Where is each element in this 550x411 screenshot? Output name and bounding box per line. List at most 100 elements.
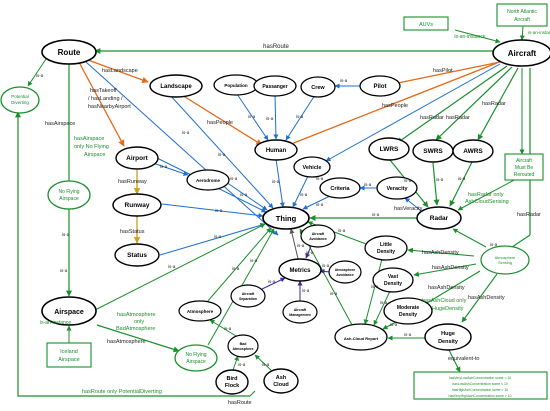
label-has-runway: hasRunway bbox=[118, 179, 147, 185]
label-is-a: is-a bbox=[224, 326, 232, 331]
node-no-flying-airspace-bottom[interactable]: No Flying Airspace bbox=[174, 344, 218, 372]
node-bird-flock[interactable]: Bird Flock bbox=[215, 369, 249, 395]
box-equiv-line-2: hasLowAshConcentration some < 10 bbox=[452, 382, 508, 386]
label-is-a: is-a bbox=[168, 264, 176, 269]
node-huge-density[interactable]: Huge Density bbox=[424, 323, 472, 351]
edge-atmoavoid-metrics bbox=[319, 268, 331, 274]
node-radar[interactable]: Radar bbox=[416, 206, 462, 230]
edge-has-route-only bbox=[15, 111, 250, 397]
edge-bad-atmosphere bbox=[209, 319, 237, 337]
node-airspace[interactable]: Airspace bbox=[41, 296, 97, 326]
node-route[interactable]: Route bbox=[41, 39, 97, 65]
node-airport[interactable]: Airport bbox=[115, 146, 159, 170]
node-swrs[interactable]: SWRS bbox=[412, 139, 454, 163]
label-is-a: is-a bbox=[250, 258, 258, 263]
label-is-a: is-a bbox=[372, 212, 380, 217]
box-north-atlantic-label-2: Aircraft bbox=[514, 17, 530, 23]
node-moderate-density-label-2: Density bbox=[399, 312, 417, 318]
label-has-airspace-only-1: hasAirspace bbox=[74, 136, 104, 142]
label-has-ash-density-2: hasAshDensity bbox=[432, 265, 469, 271]
label-is-a: is-a bbox=[214, 234, 222, 239]
label-is-a: is-a bbox=[266, 116, 274, 121]
label-has-takeoff-2: / hasLanding / bbox=[88, 96, 123, 102]
node-aircraft-avoidance-label-2: Avoidance bbox=[309, 237, 327, 241]
edge-birdflock-bad bbox=[232, 355, 239, 371]
box-north-atlantic-label-1: North Atlantic bbox=[507, 9, 537, 15]
node-runway[interactable]: Runway bbox=[112, 193, 162, 217]
node-potential-diverting[interactable]: Potential Diverting bbox=[0, 86, 40, 114]
node-no-flying-airspace-mid[interactable]: No Flying Airspace bbox=[47, 180, 91, 210]
node-criteria-label: Criteria bbox=[330, 186, 350, 192]
node-ash-cloud-report[interactable]: Ash-Cloud Report bbox=[334, 323, 388, 351]
node-metrics[interactable]: Metrics bbox=[278, 258, 322, 282]
node-aircraft-avoidance[interactable]: Aircraft Avoidance bbox=[300, 224, 336, 248]
label-has-takeoff-1: hasTakeoff bbox=[90, 88, 117, 94]
node-lwrs-label: LWRS bbox=[380, 146, 399, 153]
node-bad-atmosphere[interactable]: Bad Atmosphere bbox=[227, 334, 259, 358]
node-no-flying-mid-label-1: No Flying bbox=[58, 189, 79, 195]
node-aircraft-separation[interactable]: Aircraft Separation bbox=[230, 284, 266, 308]
node-atmosphere[interactable]: Atmosphere bbox=[178, 300, 222, 322]
node-population[interactable]: Population bbox=[213, 74, 259, 96]
node-vast-density[interactable]: Vast Density bbox=[372, 267, 414, 293]
node-veracity[interactable]: Veracity bbox=[376, 176, 418, 200]
node-vehicle[interactable]: Vehicle bbox=[293, 156, 331, 178]
node-atmosphere-label: Atmosphere bbox=[187, 309, 214, 314]
node-human[interactable]: Human bbox=[254, 139, 298, 161]
box-auvs[interactable]: AUVs bbox=[403, 16, 449, 31]
node-aerodrome-label: Aerodrome bbox=[196, 178, 221, 183]
node-aerodrome[interactable]: Aerodrome bbox=[186, 169, 230, 191]
edge-mustbe-radar bbox=[457, 177, 519, 211]
label-is-a: is-a bbox=[322, 263, 330, 268]
node-bad-atmosphere-label-1: Bad bbox=[240, 342, 247, 346]
box-iceland-airspace[interactable]: Iceland Airspace bbox=[46, 342, 92, 368]
box-iceland-label-1: Iceland bbox=[60, 349, 78, 355]
node-pilot[interactable]: Pilot bbox=[359, 75, 401, 97]
edge-ash-density-moderate bbox=[421, 270, 481, 307]
edge-human-thing bbox=[275, 158, 285, 208]
node-little-density[interactable]: Little Density bbox=[364, 235, 408, 261]
label-has-landscape: hasLandscape bbox=[102, 68, 138, 74]
label-has-route-only: hasRoute only PotentialDiverting bbox=[82, 389, 162, 395]
label-is-a: is-a bbox=[218, 152, 226, 157]
node-awrs[interactable]: AWRS bbox=[452, 139, 494, 163]
edges bbox=[15, 25, 531, 397]
node-atmosphere-avoidance[interactable]: Atmosphere Avoidance bbox=[328, 260, 362, 284]
edge-landscape-human bbox=[176, 91, 263, 146]
label-is-a: is-a bbox=[302, 288, 310, 293]
label-is-a: is-a bbox=[182, 130, 190, 135]
node-aircraft[interactable]: Aircraft bbox=[492, 39, 550, 67]
node-criteria[interactable]: Criteria bbox=[319, 177, 361, 199]
label-is-a: is-a bbox=[232, 266, 240, 271]
label-has-pilot: hasPilot bbox=[433, 68, 453, 74]
node-lwrs[interactable]: LWRS bbox=[368, 137, 410, 161]
box-equivalence[interactable]: hasVeryLowAshConcentration some < 10 has… bbox=[413, 371, 548, 400]
node-ash-cloud[interactable]: Ash Cloud bbox=[263, 368, 299, 394]
label-is-an-instance-auvs: is-an-instance bbox=[454, 34, 485, 40]
edge-has-radar-swrs bbox=[435, 66, 513, 141]
label-has-route: hasRoute bbox=[263, 44, 289, 50]
node-atmosphere-sensing[interactable]: Atmosphere Sensing bbox=[480, 245, 530, 275]
label-has-radar-awrs: hasRadar bbox=[482, 101, 506, 107]
box-north-atlantic[interactable]: North Atlantic Aircraft bbox=[496, 3, 548, 27]
label-is-a: is-a bbox=[262, 362, 270, 367]
box-must-be-rerouted[interactable]: Aircraft Must Be Rerouted bbox=[504, 153, 544, 181]
node-crew[interactable]: Crew bbox=[300, 76, 336, 98]
edge-ash-density-vast bbox=[413, 263, 477, 277]
node-passanger[interactable]: Passanger bbox=[253, 75, 297, 97]
node-status[interactable]: Status bbox=[114, 243, 160, 267]
node-aircraft-avoidance-label-1: Aircraft bbox=[312, 232, 325, 236]
label-is-a: is-a bbox=[300, 192, 308, 197]
edge-equivalent-to bbox=[448, 349, 461, 373]
node-aircraft-management[interactable]: Aircraft Management bbox=[282, 300, 318, 324]
label-has-people-left: hasPeople bbox=[207, 120, 233, 126]
node-moderate-density[interactable]: Moderate Density bbox=[383, 297, 433, 325]
node-thing[interactable]: Thing bbox=[262, 206, 310, 230]
edge-swrs-radar bbox=[432, 162, 440, 206]
node-landscape[interactable]: Landscape bbox=[149, 74, 203, 98]
label-has-atmosphere-only-2: only bbox=[134, 319, 144, 325]
edge-asep-metrics bbox=[259, 277, 286, 291]
label-has-route-bottom: hasRoute bbox=[228, 400, 252, 406]
label-is-a: is-a bbox=[436, 177, 444, 182]
edge-auvs-instance bbox=[454, 29, 501, 44]
